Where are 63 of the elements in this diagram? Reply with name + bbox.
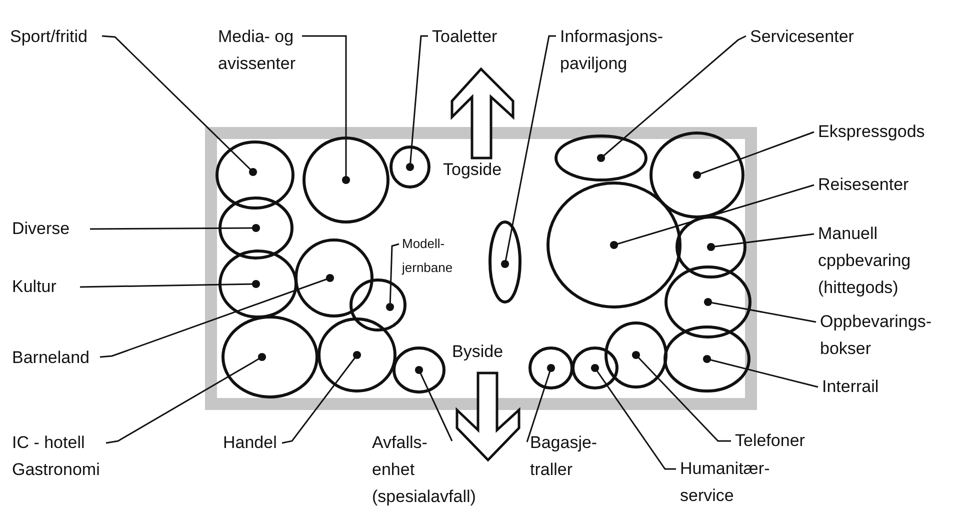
side-label: Byside [452, 341, 504, 363]
area-ellipse [218, 196, 294, 260]
leader-line [102, 35, 258, 176]
area-ellipse [392, 346, 446, 394]
leader-line [100, 274, 334, 358]
area-ellipse [350, 278, 406, 332]
area-ellipse [676, 216, 746, 278]
area-ellipse [528, 346, 574, 390]
leader-line [596, 35, 746, 162]
leader-line [406, 35, 428, 172]
leader-line [302, 35, 350, 184]
callout-label: Reisesenter [818, 171, 909, 198]
callout-label: Telefoner [735, 427, 805, 454]
station-area [205, 127, 757, 410]
leader-line [610, 184, 814, 250]
leader-line [704, 298, 816, 323]
leader-line [706, 233, 814, 252]
callout-label: Bagasje- traller [530, 429, 598, 483]
callout-label: Oppbevarings- bokser [820, 308, 932, 362]
area-ellipse [302, 136, 390, 224]
leader-line [702, 354, 818, 388]
area-ellipse [604, 322, 668, 388]
area-ellipse [294, 238, 374, 318]
callout-label: Informasjons- paviljong [560, 23, 663, 77]
callout-label: Servicesenter [750, 23, 854, 50]
side-label: Togside [443, 159, 502, 181]
callout-label: Sport/fritid [10, 23, 88, 50]
leader-line [692, 131, 814, 180]
leader-line [106, 352, 266, 444]
area-ellipse [650, 132, 744, 218]
area-ellipse [318, 318, 396, 392]
callout-label: Toaletter [432, 23, 498, 50]
area-ellipse [572, 346, 618, 390]
leader-line [590, 364, 676, 470]
leader-line [500, 35, 556, 268]
callout-label: Kultur [12, 273, 56, 300]
area-ellipse [390, 146, 430, 188]
callout-label: Manuell cppbevaring (hittegods) [818, 220, 911, 301]
callout-label: Diverse [12, 215, 70, 242]
area-ellipse [664, 326, 750, 392]
callout-label: Ekspressgods [818, 118, 925, 145]
leader-line [90, 224, 260, 232]
area-ellipse [216, 140, 294, 210]
callout-label: Humanitær- service [680, 455, 770, 509]
area-ellipse [222, 316, 318, 398]
callout-label: Handel [223, 429, 277, 456]
area-ellipse [488, 220, 522, 304]
leader-line [414, 366, 453, 442]
leader-line [526, 364, 556, 442]
leader-line [80, 280, 260, 288]
area-ellipse [546, 182, 682, 308]
leader-line [386, 243, 400, 312]
leader-line [632, 350, 731, 442]
callout-label: Avfalls- enhet (spesialavfall) [372, 429, 476, 510]
callout-label: Interrail [822, 373, 879, 400]
leader-line [282, 350, 362, 444]
callout-label: Modell- jernbane [402, 232, 453, 280]
callout-label: Barneland [12, 344, 90, 371]
area-ellipse [554, 134, 648, 182]
callout-label: IC - hotell Gastronomi [12, 429, 100, 483]
area-ellipse [664, 266, 752, 338]
area-ellipse [218, 250, 298, 318]
callout-label: Media- og avissenter [218, 23, 296, 77]
